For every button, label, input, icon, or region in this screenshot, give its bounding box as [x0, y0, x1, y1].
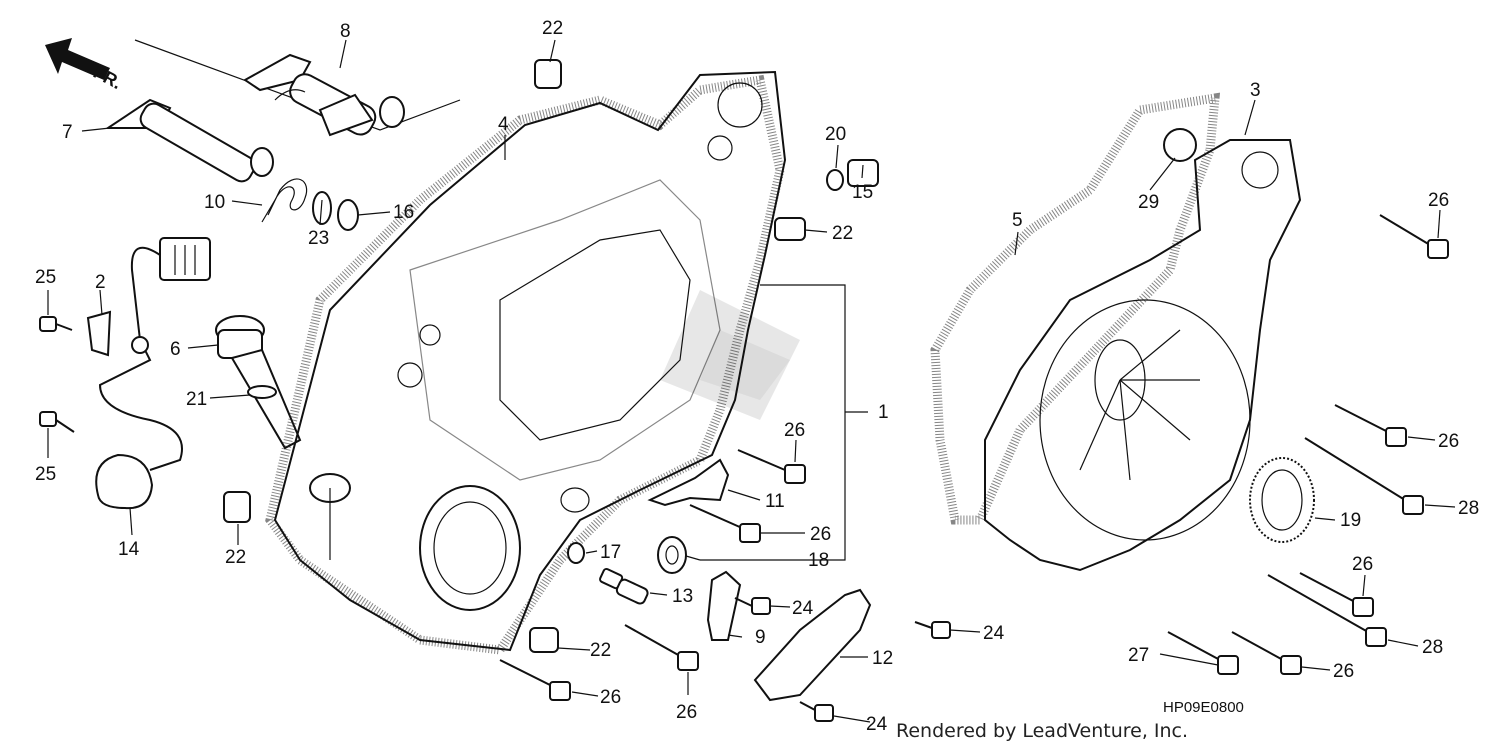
callout-1: 1: [878, 402, 889, 423]
bolt-28-a: [1304, 437, 1424, 515]
callout-26-d: 26: [676, 702, 697, 723]
callout-18: 18: [808, 550, 829, 571]
bearing-part: [657, 536, 687, 574]
callout-24-c: 24: [866, 714, 888, 735]
callout-5: 5: [1012, 210, 1023, 231]
callout-26-c: 26: [600, 687, 621, 708]
oil-seal-19-part: [1249, 457, 1315, 543]
bolt-26-f: [1334, 404, 1407, 447]
rear-crankcase-cover-right: [930, 92, 1302, 572]
bolt-26-d: [624, 624, 699, 671]
gearshift-spindle-part: [104, 98, 274, 183]
callout-26-g: 26: [1352, 554, 1373, 575]
callout-7: 7: [62, 122, 73, 143]
oil-filler-cap-part: [215, 315, 302, 450]
drawing-code: HP09E0800: [1163, 699, 1244, 716]
shift-spindle-part: [243, 53, 405, 137]
callout-25-upper: 25: [35, 267, 56, 288]
shift-group-line: [134, 39, 461, 131]
chain-guide-plate-part: [753, 588, 872, 702]
bolt-26-g: [1299, 572, 1374, 617]
callout-6: 6: [170, 339, 181, 360]
return-spring-part: [261, 178, 308, 223]
dowel-pin-left: [223, 491, 251, 523]
callout-22-bottom: 22: [590, 640, 611, 661]
callout-16: 16: [393, 202, 414, 223]
callout-26-f: 26: [1438, 431, 1459, 452]
bolt-26-b: [689, 504, 761, 543]
callout-28-b: 28: [1422, 637, 1443, 658]
callout-14: 14: [118, 539, 140, 560]
bolt-27: [1167, 631, 1239, 675]
callout-8: 8: [340, 21, 351, 42]
callout-26-e: 26: [1428, 190, 1449, 211]
callout-10: 10: [204, 192, 225, 213]
callout-27: 27: [1128, 645, 1149, 666]
callout-19: 19: [1340, 510, 1361, 531]
callout-28-a: 28: [1458, 498, 1479, 519]
callout-22-left: 22: [225, 547, 246, 568]
washer-part: [312, 191, 332, 225]
callout-26-h: 26: [1333, 661, 1354, 682]
breather-bracket-part: [647, 458, 730, 507]
bolt-24-c: [799, 701, 834, 722]
front-direction-arrow: FR.: [45, 38, 125, 93]
bolt-28-b: [1267, 574, 1387, 647]
credit-text: Rendered by LeadVenture, Inc.: [896, 720, 1188, 742]
washer-17-part: [567, 542, 585, 564]
dowel-pin-top: [534, 59, 562, 89]
callout-15: 15: [852, 182, 873, 203]
callout-29: 29: [1138, 192, 1159, 213]
bolt-24-b: [914, 621, 951, 639]
bolt-13-part: [599, 567, 649, 605]
callout-24-a: 24: [792, 598, 814, 619]
setting-plate-part: [706, 570, 742, 641]
bolt-26-e: [1379, 214, 1449, 259]
drain-plug-part: [826, 159, 879, 191]
callout-11: 11: [765, 491, 785, 512]
callout-20: 20: [825, 124, 846, 145]
callout-22-right: 22: [832, 223, 853, 244]
callout-4: 4: [498, 114, 509, 135]
bolt-26-a: [737, 449, 806, 484]
callout-26-a: 26: [784, 420, 805, 441]
callout-labels: 1 2 3 4 5 6 7 8 9 10 11 12 13 14 15 16 1…: [35, 18, 1479, 735]
dowel-pin-right: [774, 217, 806, 241]
callout-21: 21: [186, 389, 207, 410]
callout-9: 9: [755, 627, 766, 648]
callout-26-b: 26: [810, 524, 831, 545]
bolt-25-upper: [39, 316, 73, 332]
callout-3: 3: [1250, 80, 1261, 101]
callout-2: 2: [95, 272, 106, 293]
leader-lines: [47, 39, 1456, 723]
bolt-26-h: [1231, 631, 1302, 675]
callout-24-b: 24: [983, 623, 1005, 644]
callout-13: 13: [672, 586, 693, 607]
dowel-pin-bottom: [529, 627, 559, 653]
speed-sensor-harness: [86, 237, 211, 510]
bolt-25-lower: [39, 411, 75, 433]
bolt-26-c: [499, 659, 571, 701]
callout-22-top: 22: [542, 18, 563, 39]
bolt-24-a: [734, 597, 771, 615]
callout-25-lower: 25: [35, 464, 56, 485]
callout-17: 17: [600, 542, 621, 563]
callout-23: 23: [308, 228, 329, 249]
oil-seal-part: [337, 199, 359, 231]
callout-12: 12: [872, 648, 893, 669]
rear-crankcase-cover-left: [265, 70, 787, 655]
